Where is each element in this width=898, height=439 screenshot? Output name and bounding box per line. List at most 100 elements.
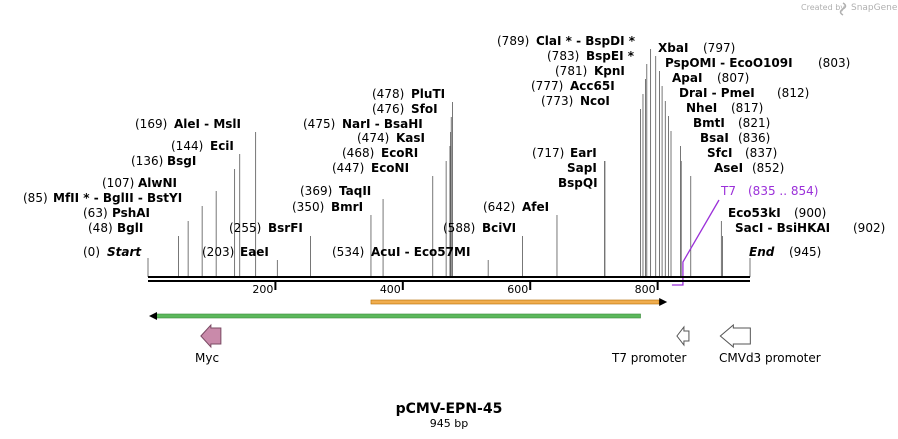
site-name: BmrI — [331, 200, 363, 214]
site-pos: (447) — [332, 161, 364, 175]
map-length: 945 bp — [430, 417, 468, 430]
site-name: PshAI — [112, 206, 150, 220]
site-pos: (642) — [483, 200, 515, 214]
ruler-tick-label: 200 — [252, 283, 273, 296]
site-name: AleI - MslI — [174, 117, 241, 131]
site-name: SfcI — [707, 146, 732, 160]
site-name: KasI — [396, 131, 425, 145]
site-pos: (789) — [497, 34, 529, 48]
site-name: EarI — [570, 146, 597, 160]
site-name: EcoRI — [381, 146, 418, 160]
site-pos: (777) — [531, 79, 563, 93]
feature-arrow-cmvd3-promoter — [719, 323, 751, 349]
site-pos: (468) — [342, 146, 374, 160]
feature-arrow-t7-promoter — [676, 325, 690, 347]
site-name: Eco53kI — [728, 206, 781, 220]
ruler-tick-label: 400 — [380, 283, 401, 296]
ruler: 200 400 600 800 — [252, 281, 659, 296]
credit-brand: SnapGene — [851, 3, 898, 13]
site-pos: (817) — [731, 101, 763, 115]
site-pos: (107) — [102, 176, 134, 190]
site-name: BmtI — [693, 116, 725, 130]
map-title: pCMV-EPN-45 — [396, 401, 503, 417]
site-pos: (797) — [703, 41, 735, 55]
site-pos: (475) — [303, 117, 335, 131]
site-name: ClaI * - BspDI * — [536, 34, 636, 48]
site-name: SacI - BsiHKAI — [735, 221, 830, 235]
site-pos: (837) — [745, 146, 777, 160]
site-pos: (821) — [738, 116, 770, 130]
site-name: BspQI — [558, 176, 598, 190]
site-name: ApaI — [672, 71, 702, 85]
cut-site-lines — [147, 49, 751, 277]
site-name: Acc65I — [570, 79, 615, 93]
site-pos: (803) — [818, 56, 850, 70]
site-name: NcoI — [580, 94, 610, 108]
site-pos: (169) — [135, 117, 167, 131]
site-pos: (255) — [229, 221, 261, 235]
site-name: SfoI — [411, 102, 438, 116]
site-pos: (476) — [372, 102, 404, 116]
site-pos: (812) — [777, 86, 809, 100]
site-pos: (144) — [171, 139, 203, 153]
site-pos: (534) — [332, 245, 364, 259]
t7-primer-mark — [671, 199, 720, 286]
site-name: PluTI — [411, 87, 445, 101]
site-pos: (852) — [752, 161, 784, 175]
primer-range: (835 .. 854) — [748, 184, 818, 198]
site-name: NarI - BsaHI — [342, 117, 423, 131]
site-pos: (836) — [738, 131, 770, 145]
site-pos: (781) — [555, 64, 587, 78]
site-name: BglI — [117, 221, 143, 235]
credit-text: Created by — [801, 3, 845, 12]
site-pos: (902) — [853, 221, 885, 235]
site-pos: (369) — [300, 184, 332, 198]
site-name: BsgI — [167, 154, 196, 168]
site-pos: (350) — [292, 200, 324, 214]
feature-arrow-myc — [200, 323, 222, 349]
site-name: AcuI - Eco57MI — [371, 245, 470, 259]
site-pos: (63) — [83, 206, 108, 220]
sequence-backbone — [148, 276, 750, 282]
site-name: NheI — [686, 101, 717, 115]
site-pos: (773) — [541, 94, 573, 108]
site-pos: (807) — [717, 71, 749, 85]
site-pos: (48) — [88, 221, 113, 235]
site-pos: (588) — [443, 221, 475, 235]
feature-label-cmvd3-promoter: CMVd3 promoter — [719, 351, 821, 365]
features — [149, 298, 751, 349]
feature-label-t7-promoter: T7 promoter — [611, 351, 687, 365]
site-name: XbaI — [658, 41, 688, 55]
site-pos: (203) — [202, 245, 234, 259]
site-name: AseI — [714, 161, 743, 175]
site-name: TaqII — [339, 184, 371, 198]
credit: Created by SnapGene — [801, 2, 898, 16]
site-pos: (474) — [357, 131, 389, 145]
site-name: AlwNI — [138, 176, 177, 190]
start-pos: (0) — [83, 245, 100, 259]
orf-bar-green — [155, 313, 641, 319]
snapgene-logo-icon — [839, 2, 847, 16]
site-name: DraI - PmeI — [679, 86, 755, 100]
site-name: BspEI * — [586, 49, 635, 63]
site-pos: (85) — [23, 191, 48, 205]
site-name: KpnI — [594, 64, 625, 78]
primer-label: T7 — [720, 184, 736, 198]
ruler-tick-label: 800 — [635, 283, 656, 296]
site-pos: (900) — [794, 206, 826, 220]
orf-arrowhead-orange — [659, 298, 668, 306]
site-name: AfeI — [522, 200, 549, 214]
ruler-tick-label: 600 — [507, 283, 528, 296]
orf-arrowhead-green — [149, 312, 157, 320]
site-name: BciVI — [482, 221, 516, 235]
feature-label-myc: Myc — [195, 351, 219, 365]
site-pos: (136) — [131, 154, 163, 168]
site-name: EcoNI — [371, 161, 409, 175]
site-name: BsaI — [700, 131, 729, 145]
site-name: BsrFI — [268, 221, 303, 235]
cut-site-labels: (0) Start End (945) (48) BglI (63) PshAI… — [23, 34, 885, 259]
end-pos: (945) — [789, 245, 821, 259]
site-name: PspOMI - EcoO109I — [665, 56, 793, 70]
site-name: EaeI — [240, 245, 269, 259]
